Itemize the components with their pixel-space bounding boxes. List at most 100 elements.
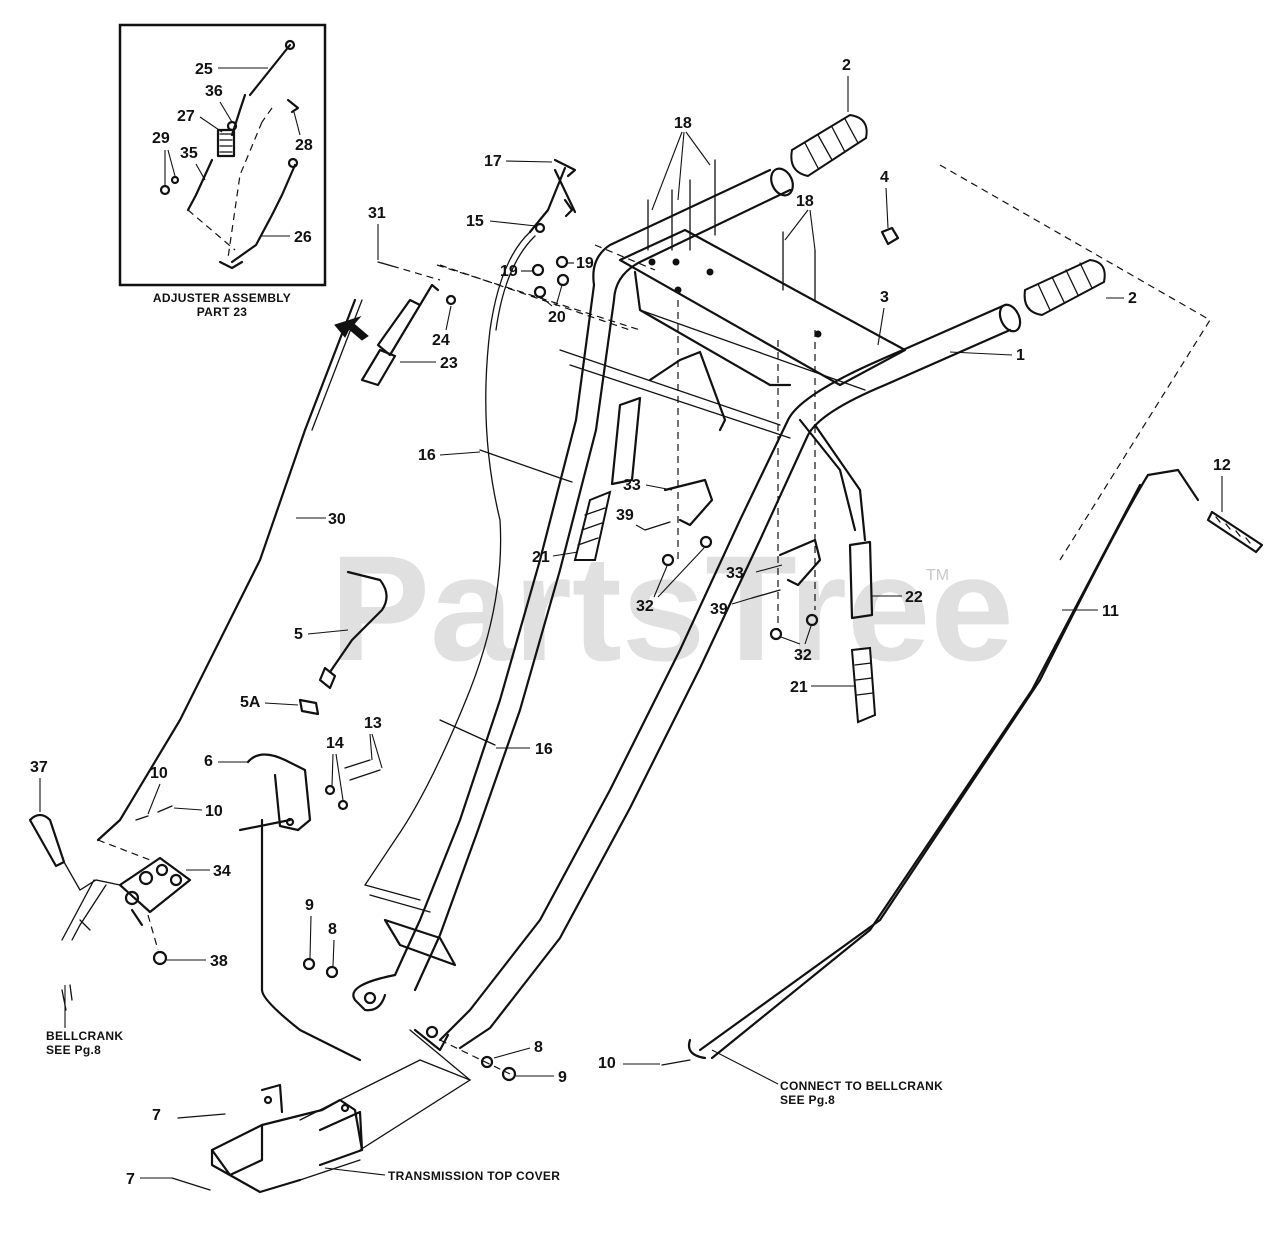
callout-7-upper: 7 [152,1107,161,1124]
callout-12: 12 [1213,457,1231,474]
callout-28: 28 [295,137,313,154]
part-2-grip-right [1023,258,1106,317]
part-5a-block [298,698,320,716]
part-10-bolts-left [135,805,173,821]
part-32-nut-c [769,627,783,641]
part-3-control-panel [618,228,907,391]
part-37-bolt [28,813,66,868]
callout-10-c: 10 [598,1055,616,1072]
part-17-lever [528,158,577,234]
part-11-rod [687,468,1200,1060]
part-10-bolt-right [661,1059,691,1066]
callout-36: 36 [205,83,223,100]
callout-25: 25 [195,61,213,78]
callout-26: 26 [294,229,312,246]
callout-32-right: 32 [794,647,812,664]
callout-8-left: 8 [328,921,337,938]
part-4-nut [880,226,900,246]
part-20-washer-right [556,273,570,287]
callout-8-right: 8 [534,1039,543,1056]
part-14-washer-a [324,784,336,796]
callout-27: 27 [177,108,195,125]
callout-14: 14 [326,735,344,752]
part-9-nut-left [302,957,316,971]
part-39-bolt-b [751,589,781,599]
callout-2-upper: 2 [842,57,851,74]
part-26-link [230,163,297,264]
part-23-adjuster [360,283,440,387]
part-32-nut-b [699,535,713,549]
callout-17: 17 [484,153,502,170]
part-22-lever-right [778,418,877,724]
callout-1: 1 [1016,347,1025,364]
part-34-plate [118,856,192,927]
part-12-stud [1206,510,1264,554]
callout-15: 15 [466,213,484,230]
part-9-nut-right [501,1066,517,1082]
callout-33-right: 33 [726,565,744,582]
callout-10-b: 10 [205,803,223,820]
callout-3: 3 [880,289,889,306]
connect-note-line1: CONNECT TO BELLCRANK [780,1079,943,1093]
part-20-washer-left [533,285,547,299]
callout-29: 29 [152,130,170,147]
callout-18-right: 18 [796,193,814,210]
part-5-rod [318,570,388,690]
callout-35: 35 [180,145,198,162]
part-35-rod [186,158,214,212]
callout-7-lower: 7 [126,1171,135,1188]
callout-6: 6 [204,753,213,770]
callout-22: 22 [905,589,923,606]
callout-37: 37 [30,759,48,776]
callout-9-right: 9 [558,1069,567,1086]
inset-frame [118,23,327,287]
callout-5: 5 [294,626,303,643]
bellcrank-note-line1: BELLCRANK [46,1029,123,1043]
part-7-screw-a [177,1113,226,1119]
part-18-bolts [647,131,816,301]
part-38-nut [152,950,168,966]
part-19-nut-right [555,255,569,269]
part-24-nut [445,294,457,306]
part-30-rod [96,298,363,842]
part-32-nut-a [661,553,675,567]
callout-24: 24 [432,332,450,349]
callout-32-left: 32 [636,598,654,615]
callout-20: 20 [548,309,566,326]
callout-21-right: 21 [790,679,808,696]
callout-19-right: 19 [576,255,594,272]
part-27-spring [216,128,236,158]
callout-16-lower: 16 [535,741,553,758]
part-25-link [248,43,292,97]
part-29-washer [159,184,171,196]
part-13-bolts [344,759,381,781]
bellcrank-note-line2: SEE Pg.8 [46,1043,101,1057]
callout-38: 38 [210,953,228,970]
callout-13: 13 [364,715,382,732]
callout-2-right: 2 [1128,290,1137,307]
callout-9-left: 9 [305,897,314,914]
callout-19-left: 19 [500,263,518,280]
callout-18-upper: 18 [674,115,692,132]
callout-16-upper: 16 [418,447,436,464]
inset-caption-1: ADJUSTER ASSEMBLY [153,291,291,305]
part-31-screw [377,261,393,267]
transmission-top-cover [210,1029,472,1194]
part-7-screw-b [171,1177,211,1191]
callout-39-right: 39 [710,601,728,618]
part-28-clip [286,98,300,114]
watermark-tm: TM [926,567,949,584]
connect-note-line2: SEE Pg.8 [780,1093,835,1107]
callout-39-left: 39 [616,507,634,524]
part-1-handlebar [352,167,1022,1052]
callout-11: 11 [1102,603,1119,620]
callout-4: 4 [880,169,889,186]
part-32-nut-d [805,613,819,627]
callout-23: 23 [440,355,458,372]
callout-34: 34 [213,863,231,880]
inset-caption-2: PART 23 [197,305,248,319]
part-21-lever-left [573,350,727,561]
part-8-washer-left [325,965,339,979]
